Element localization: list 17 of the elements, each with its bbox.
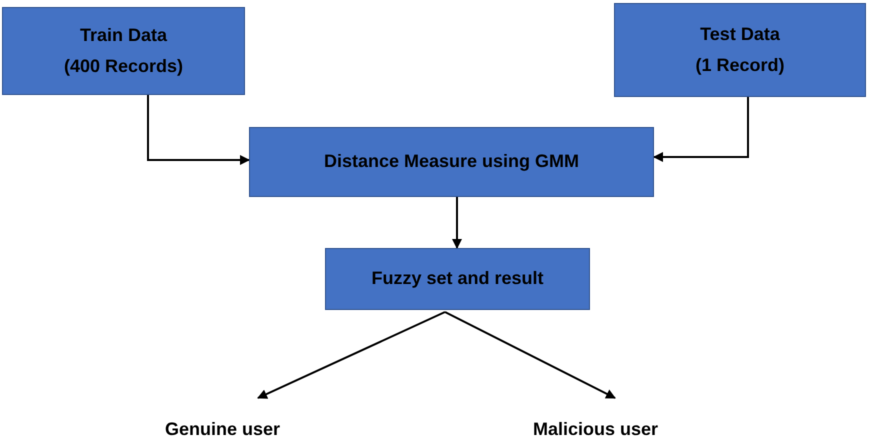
outcome-label: Genuine user bbox=[150, 398, 295, 440]
box-label: Train Data bbox=[80, 24, 168, 46]
box-label: (400 Records) bbox=[64, 55, 184, 78]
arrow bbox=[257, 311, 446, 399]
arrow bbox=[147, 95, 250, 165]
box-label: Fuzzy set and result bbox=[371, 267, 544, 290]
box-label: Distance Measure using GMM bbox=[324, 150, 580, 174]
arrow bbox=[444, 311, 616, 399]
process-box bbox=[249, 127, 654, 197]
process-box bbox=[614, 3, 866, 97]
process-box bbox=[2, 7, 245, 95]
arrow bbox=[653, 97, 749, 162]
arrow bbox=[452, 197, 462, 249]
box-label: Test Data bbox=[700, 22, 780, 46]
box-label: (1 Record) bbox=[695, 54, 784, 77]
process-box bbox=[325, 248, 590, 310]
outcome-label: Malicious user bbox=[518, 398, 673, 440]
